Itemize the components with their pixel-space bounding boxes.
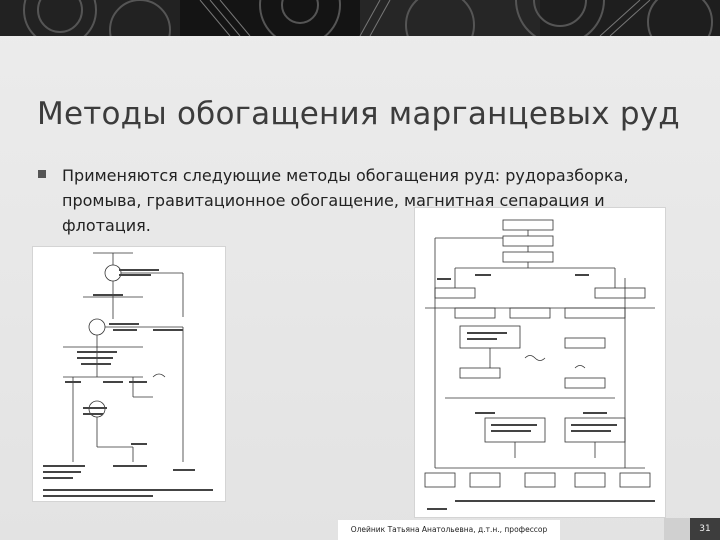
bullet-marker — [38, 170, 46, 178]
slide-title: Методы обогащения марганцевых руд — [37, 96, 697, 132]
footer-author: Олейник Татьяна Анатольевна, д.т.н., про… — [338, 520, 560, 540]
left-flowsheet-diagram — [33, 247, 225, 501]
footer-accent — [664, 518, 690, 540]
header-banner-image — [0, 0, 720, 36]
right-flowsheet-image — [414, 207, 666, 518]
gear-pattern-graphic — [0, 0, 720, 36]
right-flowsheet-diagram — [415, 208, 665, 517]
page-number: 31 — [690, 518, 720, 540]
left-flowsheet-image — [32, 246, 226, 502]
